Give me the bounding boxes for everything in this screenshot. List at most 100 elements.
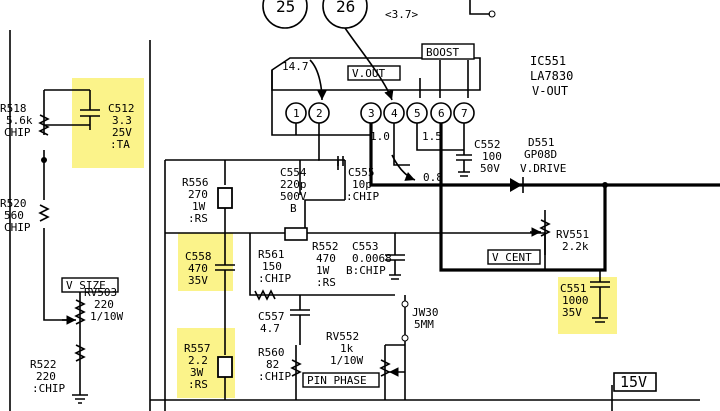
rv552-spec: 1/10W xyxy=(330,354,363,367)
c553-spec: B:CHIP xyxy=(346,264,386,277)
pin-phase-label: PIN PHASE xyxy=(307,374,367,387)
wire-pins-5-7 xyxy=(416,123,465,151)
c512-voltage: 25V xyxy=(112,126,132,139)
pin-5: 5 xyxy=(414,107,421,120)
c555-value: 10p xyxy=(352,178,372,191)
r522-spec: :CHIP xyxy=(32,382,65,395)
voltage-pin6: 1.5 xyxy=(422,130,442,143)
pin-4: 4 xyxy=(391,107,398,120)
arrow-cathode xyxy=(391,154,416,181)
d551-part: GP08D xyxy=(524,148,557,161)
ic-boost-wires xyxy=(419,60,469,98)
arrow-ref-26 xyxy=(344,27,394,101)
c551-ref: C551 xyxy=(560,282,587,295)
wire-to-r556 xyxy=(165,159,226,185)
r520-spec: CHIP xyxy=(4,221,31,234)
c554-value: 220p xyxy=(280,178,307,191)
r518-ref: R518 xyxy=(0,102,27,115)
r556-spec: :RS xyxy=(188,212,208,225)
capacitor-c557-symbol xyxy=(290,295,310,345)
voltage-pin3: 1.0 xyxy=(370,130,390,143)
c557-value: 4.7 xyxy=(260,322,280,335)
c512-value: 3.3 xyxy=(112,114,132,127)
ref-note-label: <3.7> xyxy=(385,8,418,21)
d551-label: V.DRIVE xyxy=(520,162,566,175)
ref-26-label: 26 xyxy=(336,0,355,16)
r552-spec: :RS xyxy=(316,276,336,289)
c554-spec: B xyxy=(290,202,297,215)
jw30-ref: JW30 xyxy=(412,306,439,319)
r522-value: 220 xyxy=(36,370,56,383)
supply-15v-label: 15V xyxy=(620,373,647,391)
ground-c551 xyxy=(592,317,608,323)
r557-value: 2.2 xyxy=(188,354,208,367)
vout-box xyxy=(347,65,401,81)
pin-2: 2 xyxy=(316,107,323,120)
d551-ref: D551 xyxy=(528,136,555,149)
ground-r522 xyxy=(72,370,88,404)
pin-1: 1 xyxy=(293,107,300,120)
r556-ref: R556 xyxy=(182,176,209,189)
c551-value: 1000 xyxy=(562,294,589,307)
r520-ref: R520 xyxy=(0,197,27,210)
wire-ic-left xyxy=(271,70,370,136)
c552-voltage: 50V xyxy=(480,162,500,175)
resistor-r561-symbol xyxy=(254,289,276,301)
r557-ref: R557 xyxy=(184,342,211,355)
rv552-ref: RV552 xyxy=(326,330,359,343)
r557-spec: :RS xyxy=(188,378,208,391)
c553-ref: C553 xyxy=(352,240,379,253)
capacitor-c551-symbol xyxy=(590,270,610,318)
v-size-label: V SIZE xyxy=(66,279,106,292)
rv503-ref: RV503 xyxy=(84,286,117,299)
v-size-box xyxy=(61,277,119,293)
c512-ref: C512 xyxy=(108,102,135,115)
rv552-value: 1k xyxy=(340,342,354,355)
resistor-r557-symbol xyxy=(217,356,233,378)
c558-ref: C558 xyxy=(185,250,212,263)
r522-ref: R522 xyxy=(30,358,57,371)
c555-ref: C555 xyxy=(348,166,375,179)
r518-spec: CHIP xyxy=(4,126,31,139)
ground-c553 xyxy=(389,274,401,280)
r557-power: 3W xyxy=(190,366,204,379)
resistor-r552-symbol xyxy=(284,227,308,241)
rv551-symbol xyxy=(539,210,551,255)
ground-c552 xyxy=(458,171,470,177)
jw30-terminal-bottom xyxy=(401,334,409,342)
capacitor-c512-symbol xyxy=(80,90,100,130)
r518-value: 5.6k xyxy=(6,114,33,127)
ic551-part: LA7830 xyxy=(530,69,573,83)
capacitor-c552-symbol xyxy=(456,140,472,172)
boost-label: BOOST xyxy=(426,46,459,59)
wire-left-chain xyxy=(43,89,90,321)
ic551-ref: IC551 xyxy=(530,54,566,68)
wire-c554 xyxy=(299,159,346,200)
vout-label: V.OUT xyxy=(352,67,385,80)
diode-d551-symbol xyxy=(510,178,522,192)
c552-value: 100 xyxy=(482,150,502,163)
resistor-r518-symbol xyxy=(38,114,50,136)
r561-value: 150 xyxy=(262,260,282,273)
pin-6: 6 xyxy=(438,107,445,120)
jw30-value: 5MM xyxy=(414,318,434,331)
wire-pin6-loop xyxy=(439,123,607,272)
r522-symbol xyxy=(74,335,86,370)
r552-ref: R552 xyxy=(312,240,339,253)
r561-ref: R561 xyxy=(258,248,285,261)
ref-circle-25 xyxy=(262,0,308,29)
rv503-value: 220 xyxy=(94,298,114,311)
resistor-r560-symbol xyxy=(290,345,302,400)
pin-7: 7 xyxy=(461,107,468,120)
rv551-ref: RV551 xyxy=(556,228,589,241)
ref-25-label: 25 xyxy=(276,0,295,16)
voltage-cathode: 0.8 xyxy=(423,171,443,184)
c555-spec: :CHIP xyxy=(346,190,379,203)
c553-value: 0.0068 xyxy=(352,252,392,265)
jw30-terminal-top xyxy=(401,300,409,308)
resistor-r520-symbol xyxy=(38,204,50,222)
r556-value: 270 xyxy=(188,188,208,201)
c554-ref: C554 xyxy=(280,166,307,179)
r552-value: 470 xyxy=(316,252,336,265)
wire-top-right xyxy=(469,0,490,15)
